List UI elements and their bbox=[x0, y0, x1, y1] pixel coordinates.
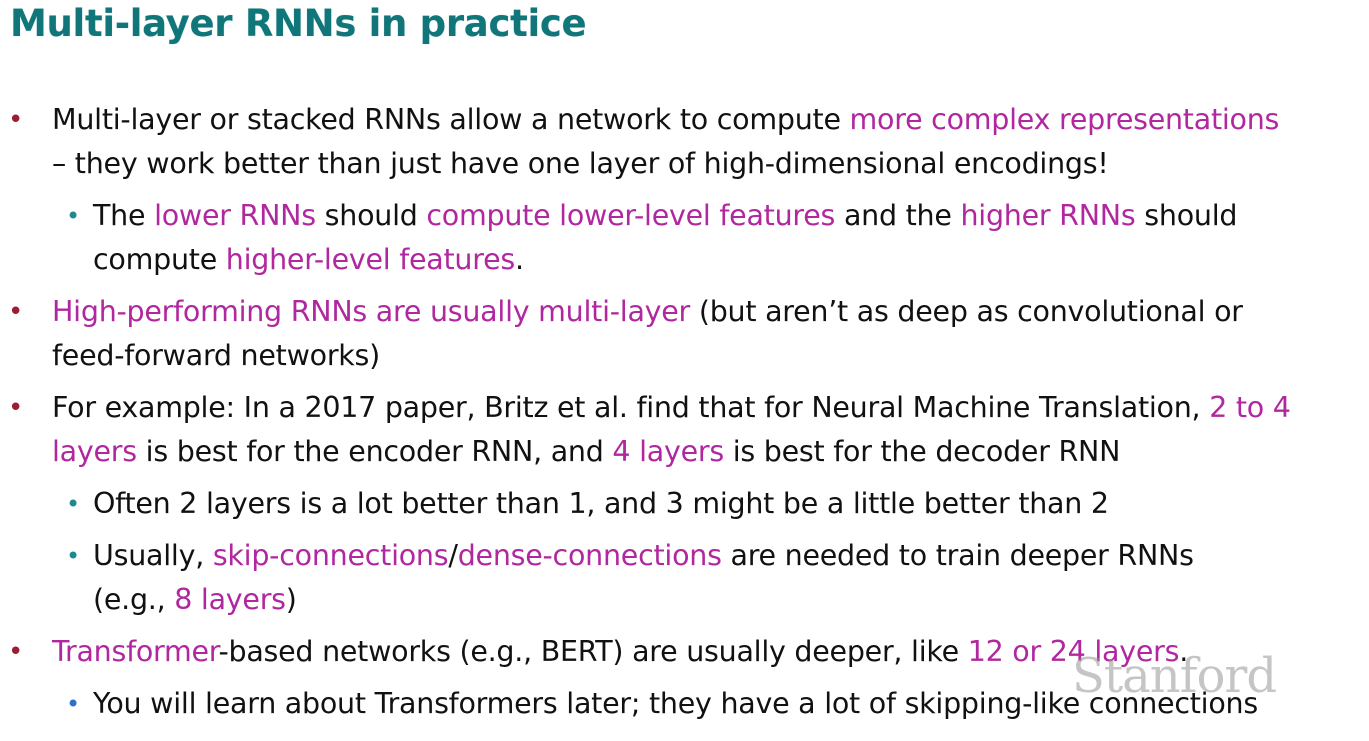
sub-bullet-marker-icon: • bbox=[66, 490, 80, 518]
highlight-text: more complex representations bbox=[849, 103, 1280, 136]
text-run: compute bbox=[93, 243, 226, 276]
sub-bullet-item: • You will learn about Transformers late… bbox=[0, 682, 1369, 726]
text-run: The bbox=[93, 199, 155, 232]
text-run: -based networks (e.g., BERT) are usually… bbox=[218, 635, 968, 668]
text-run: Multi-layer or stacked RNNs allow a netw… bbox=[52, 103, 850, 136]
text-run: . bbox=[514, 243, 524, 276]
sub-bullet-item: • Often 2 layers is a lot better than 1,… bbox=[0, 482, 1369, 526]
bullet-item: • Multi-layer or stacked RNNs allow a ne… bbox=[0, 98, 1369, 186]
bullet-list: • Multi-layer or stacked RNNs allow a ne… bbox=[0, 98, 1369, 734]
highlight-text: 8 layers bbox=[174, 583, 286, 616]
sub-bullet-marker-icon: • bbox=[66, 542, 80, 570]
bullet-line: feed-forward networks) bbox=[52, 339, 381, 372]
sub-bullet-item: • Usually, skip-connections/dense-connec… bbox=[0, 534, 1369, 622]
bullet-line: You will learn about Transformers later;… bbox=[93, 687, 1258, 720]
text-run: ) bbox=[285, 583, 297, 616]
text-run: / bbox=[448, 539, 458, 572]
bullet-line: Usually, skip-connections/dense-connecti… bbox=[93, 534, 1369, 578]
highlight-text: 4 layers bbox=[612, 435, 724, 468]
text-run: is best for the decoder RNN bbox=[723, 435, 1121, 468]
text-run: should bbox=[315, 199, 427, 232]
bullet-line: The lower RNNs should compute lower-leve… bbox=[93, 194, 1369, 238]
highlight-text: skip-connections bbox=[212, 539, 449, 572]
text-run: (e.g., bbox=[93, 583, 175, 616]
highlight-text: higher-level features bbox=[225, 243, 515, 276]
bullet-line: – they work better than just have one la… bbox=[52, 147, 1109, 180]
slide-title: Multi-layer RNNs in practice bbox=[10, 2, 587, 45]
highlight-text: 2 to 4 bbox=[1209, 391, 1291, 424]
stanford-watermark: Stanford bbox=[1072, 648, 1277, 704]
highlight-text: 12 or 24 layers bbox=[967, 635, 1180, 668]
bullet-marker-icon: • bbox=[8, 637, 24, 667]
bullet-line: For example: In a 2017 paper, Britz et a… bbox=[52, 386, 1369, 430]
text-run: Usually, bbox=[93, 539, 213, 572]
bullet-marker-icon: • bbox=[8, 393, 24, 423]
text-run: is best for the encoder RNN, and bbox=[136, 435, 613, 468]
highlight-text: High-performing RNNs are usually multi-l… bbox=[52, 295, 691, 328]
text-run: should bbox=[1135, 199, 1238, 232]
text-run: . bbox=[1179, 635, 1188, 668]
bullet-line: Transformer-based networks (e.g., BERT) … bbox=[52, 630, 1369, 674]
bullet-line: Multi-layer or stacked RNNs allow a netw… bbox=[52, 98, 1369, 142]
text-run: are needed to train deeper RNNs bbox=[721, 539, 1194, 572]
bullet-marker-icon: • bbox=[8, 297, 24, 327]
sub-bullet-item: • The lower RNNs should compute lower-le… bbox=[0, 194, 1369, 282]
bullet-line: (e.g., 8 layers) bbox=[93, 578, 1369, 622]
bullet-marker-icon: • bbox=[8, 105, 24, 135]
bullet-line: compute higher-level features. bbox=[93, 238, 1369, 282]
highlight-text: dense-connections bbox=[457, 539, 722, 572]
text-run: and the bbox=[835, 199, 961, 232]
bullet-item: • High-performing RNNs are usually multi… bbox=[0, 290, 1369, 378]
highlight-text: layers bbox=[52, 435, 137, 468]
highlight-text: higher RNNs bbox=[960, 199, 1136, 232]
bullet-item: • For example: In a 2017 paper, Britz et… bbox=[0, 386, 1369, 474]
highlight-text: lower RNNs bbox=[154, 199, 316, 232]
text-run: For example: In a 2017 paper, Britz et a… bbox=[52, 391, 1210, 424]
bullet-line: layers is best for the encoder RNN, and … bbox=[52, 430, 1369, 474]
sub-bullet-marker-icon: • bbox=[66, 690, 80, 718]
text-run: (but aren’t as deep as convolutional or bbox=[690, 295, 1243, 328]
sub-bullet-marker-icon: • bbox=[66, 202, 80, 230]
highlight-text: compute lower-level features bbox=[426, 199, 836, 232]
highlight-text: Transformer bbox=[52, 635, 219, 668]
bullet-line: High-performing RNNs are usually multi-l… bbox=[52, 290, 1369, 334]
bullet-line: Often 2 layers is a lot better than 1, a… bbox=[93, 487, 1109, 520]
bullet-item: • Transformer-based networks (e.g., BERT… bbox=[0, 630, 1369, 674]
